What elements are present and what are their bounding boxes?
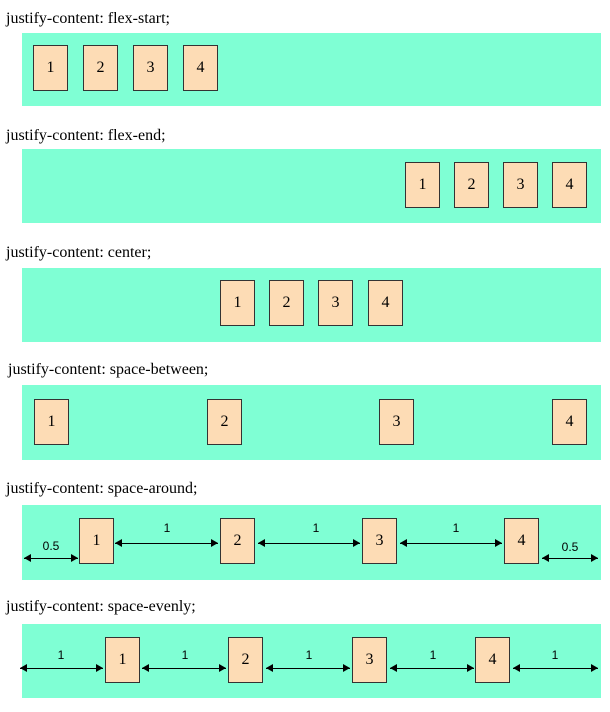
gap-label: 0.5 [561, 540, 579, 554]
flex-item-3: 3 [352, 637, 387, 683]
gap-arrow [400, 539, 502, 549]
gap-arrow [258, 539, 360, 549]
flex-item-4: 4 [552, 162, 587, 208]
gap-label: 1 [57, 648, 65, 662]
flex-container-space-between [22, 385, 601, 460]
flex-item-4: 4 [504, 518, 539, 564]
gap-arrow [542, 554, 598, 564]
gap-label: 1 [429, 648, 437, 662]
section-label-flex-end: justify-content: flex-end; [6, 127, 166, 144]
flex-item-2: 2 [220, 518, 255, 564]
flex-item-4: 4 [183, 45, 218, 91]
gap-label: 0.5 [42, 539, 60, 553]
flex-item-4: 4 [368, 280, 403, 326]
flex-item-2: 2 [454, 162, 489, 208]
flex-item-4: 4 [475, 637, 510, 683]
flex-item-2: 2 [228, 637, 263, 683]
section-label-space-between: justify-content: space-between; [8, 361, 209, 378]
flex-container-flex-start [22, 33, 601, 106]
gap-label: 1 [312, 521, 320, 535]
flex-item-3: 3 [318, 280, 353, 326]
flex-item-1: 1 [405, 162, 440, 208]
section-label-space-around: justify-content: space-around; [6, 480, 198, 497]
flex-item-2: 2 [269, 280, 304, 326]
flex-item-3: 3 [133, 45, 168, 91]
section-label-center: justify-content: center; [6, 244, 152, 261]
flex-item-2: 2 [207, 399, 242, 445]
flex-item-3: 3 [503, 162, 538, 208]
flex-item-3: 3 [379, 399, 414, 445]
gap-arrow [20, 664, 103, 674]
gap-arrow [115, 539, 218, 549]
gap-label: 1 [551, 648, 559, 662]
gap-arrow [24, 554, 78, 564]
flex-container-center [22, 268, 601, 342]
flex-item-1: 1 [79, 518, 114, 564]
gap-label: 1 [181, 648, 189, 662]
flex-item-1: 1 [33, 45, 68, 91]
gap-label: 1 [452, 521, 460, 535]
flex-item-1: 1 [105, 637, 140, 683]
section-label-space-evenly: justify-content: space-evenly; [6, 598, 196, 615]
flex-item-1: 1 [34, 399, 69, 445]
gap-label: 1 [305, 648, 313, 662]
gap-arrow [142, 664, 226, 674]
gap-arrow [266, 664, 350, 674]
gap-label: 1 [163, 521, 171, 535]
flex-item-3: 3 [362, 518, 397, 564]
flex-item-2: 2 [83, 45, 118, 91]
gap-arrow [513, 664, 598, 674]
section-label-flex-start: justify-content: flex-start; [6, 10, 170, 27]
flex-item-1: 1 [220, 280, 255, 326]
flex-item-4: 4 [552, 399, 587, 445]
gap-arrow [390, 664, 474, 674]
